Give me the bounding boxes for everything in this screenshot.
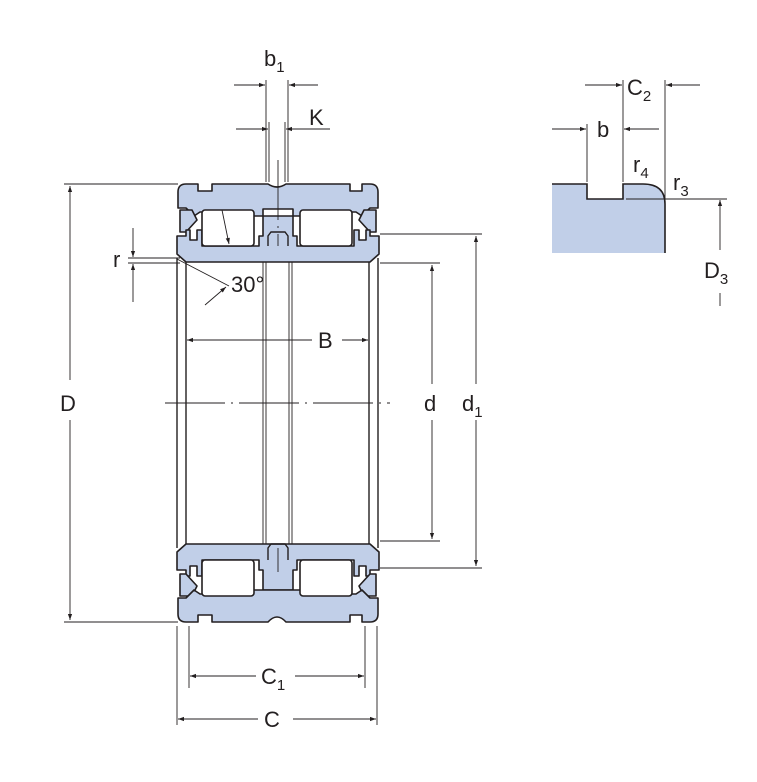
label-C1: C1 <box>261 664 285 694</box>
label-angle-30: 30° <box>231 272 264 297</box>
roller-top-left <box>201 209 255 247</box>
label-d1: d1 <box>462 391 483 421</box>
label-r3: r3 <box>673 170 689 200</box>
label-C: C <box>264 707 280 732</box>
roller-bottom-left <box>201 559 255 597</box>
outer-ring-detail: b C2 r4 r3 D3 <box>552 75 728 306</box>
seal-top-right <box>358 209 377 233</box>
dimension-C1: C1 <box>188 626 366 694</box>
lubrication-groove-bottom <box>267 543 289 560</box>
label-b1: b1 <box>264 46 285 76</box>
label-D3: D3 <box>704 258 728 288</box>
dimension-C: C <box>176 626 378 732</box>
label-K: K <box>309 105 324 130</box>
label-r4: r4 <box>633 152 649 182</box>
label-b: b <box>597 117 609 142</box>
outer-ring-bottom <box>177 589 379 623</box>
label-D: D <box>60 391 76 416</box>
dimension-d1: d1 <box>380 233 483 569</box>
dimension-d: d <box>380 262 440 542</box>
dimension-K: K <box>236 105 330 182</box>
dimension-B: B <box>187 328 368 353</box>
detail-ring-outline <box>552 183 666 253</box>
bearing-section <box>176 160 380 623</box>
label-C2: C2 <box>627 75 651 105</box>
detail-ring-profile <box>552 184 665 253</box>
dimension-b1: b1 <box>234 46 318 182</box>
dimension-D: D <box>60 183 178 623</box>
dimension-r: r 30° <box>113 209 264 306</box>
label-B: B <box>318 328 333 353</box>
label-r: r <box>113 247 120 272</box>
lubrication-groove-top <box>267 231 289 246</box>
seal-top-left <box>179 209 198 233</box>
roller-top-right <box>299 209 353 247</box>
label-d: d <box>424 391 436 416</box>
roller-bottom-right <box>299 559 353 597</box>
